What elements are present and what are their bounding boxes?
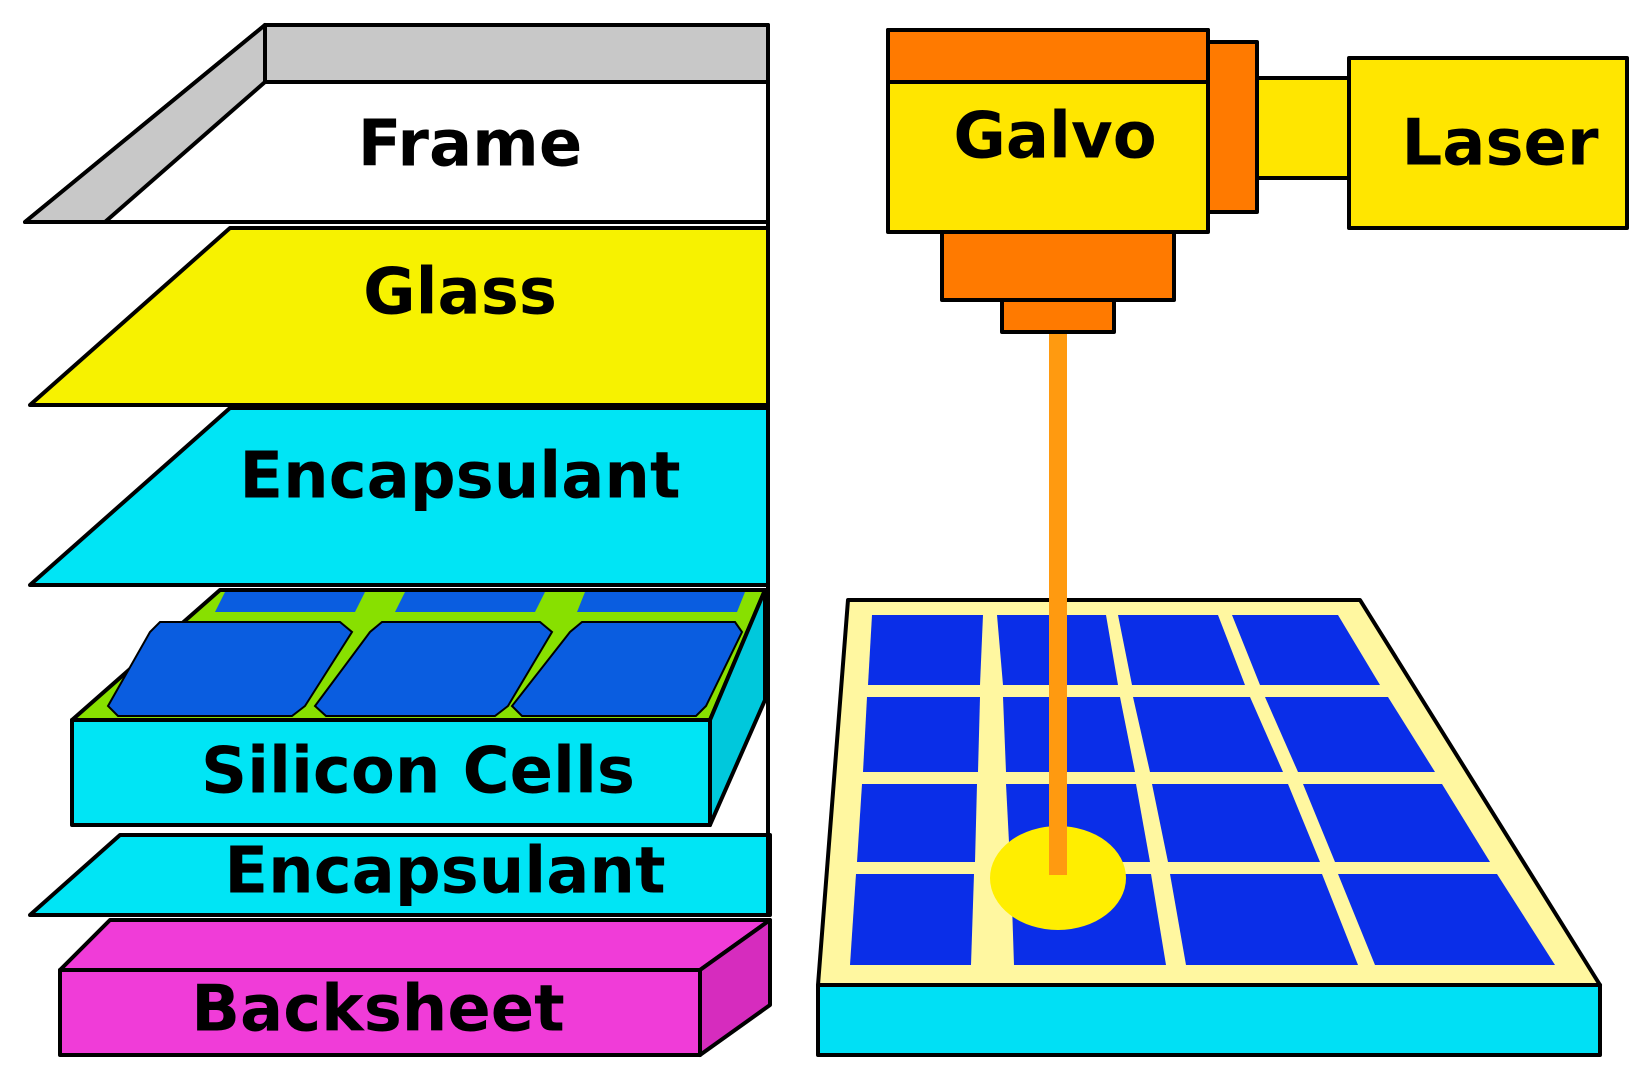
- backsheet-front-face: [58, 968, 702, 1057]
- laser-label: Laser: [1401, 107, 1598, 181]
- solar-cell: [577, 592, 745, 612]
- encapsulant-top-label: Encapsulant: [239, 440, 680, 514]
- layer-stack: Backsheet Encapsulant Silicon Cells: [23, 23, 772, 1057]
- frame-layer: Frame: [23, 23, 770, 224]
- backsheet-label: Backsheet: [191, 973, 565, 1047]
- panel-cell: [850, 874, 974, 965]
- encapsulant-top-layer: Encapsulant: [28, 406, 770, 587]
- laser-beam: [1049, 330, 1067, 875]
- solar-cell: [510, 621, 744, 717]
- panel-cell: [1003, 697, 1135, 772]
- solar-panel: [816, 598, 1602, 1057]
- panel-cell: [1152, 784, 1320, 862]
- galvo-top-band: [886, 28, 1210, 84]
- laser-source: Laser: [1347, 56, 1629, 230]
- panel-cell: [1338, 874, 1555, 965]
- panel-cell: [863, 697, 980, 772]
- glass-label: Glass: [363, 256, 557, 330]
- silicon-cells-layer: Silicon Cells: [70, 588, 767, 827]
- silicon-cells-front-face: [70, 718, 712, 827]
- encapsulant-bottom-layer: Encapsulant: [28, 833, 772, 917]
- galvo-lens-housing: [940, 230, 1176, 302]
- panel-cell: [1232, 615, 1380, 685]
- galvo-scanner: Galvo: [886, 28, 1259, 334]
- frame-label: Frame: [358, 108, 582, 182]
- solar-cell: [215, 592, 365, 612]
- panel-cell: [1265, 697, 1435, 772]
- panel-cell: [1133, 697, 1283, 772]
- laser-box: [1347, 56, 1629, 230]
- backsheet-layer: Backsheet: [58, 918, 772, 1057]
- silicon-cells-label: Silicon Cells: [201, 735, 635, 809]
- frame-back-rail: [263, 23, 770, 84]
- solar-cell: [313, 621, 554, 717]
- laser-setup: Galvo Laser: [816, 28, 1629, 1057]
- galvo-label: Galvo: [953, 100, 1156, 174]
- panel-cell: [868, 615, 983, 685]
- glass-layer: Glass: [28, 226, 770, 407]
- backsheet-top-face: [58, 918, 772, 972]
- galvo-connector: [1203, 40, 1259, 214]
- panel-cell: [1303, 784, 1490, 862]
- solar-cell: [106, 621, 354, 717]
- solar-cell: [395, 592, 545, 612]
- encapsulant-bottom-label: Encapsulant: [224, 835, 665, 909]
- laser-spot: [990, 826, 1126, 930]
- panel-cell: [857, 784, 977, 862]
- panel-cell: [1170, 874, 1358, 965]
- panel-cell: [1118, 615, 1245, 685]
- laser-coupling-tube: [1255, 76, 1351, 180]
- galvo-nozzle-tip: [1000, 296, 1116, 334]
- panel-base-front: [816, 983, 1602, 1057]
- frame-side-rail: [23, 23, 267, 224]
